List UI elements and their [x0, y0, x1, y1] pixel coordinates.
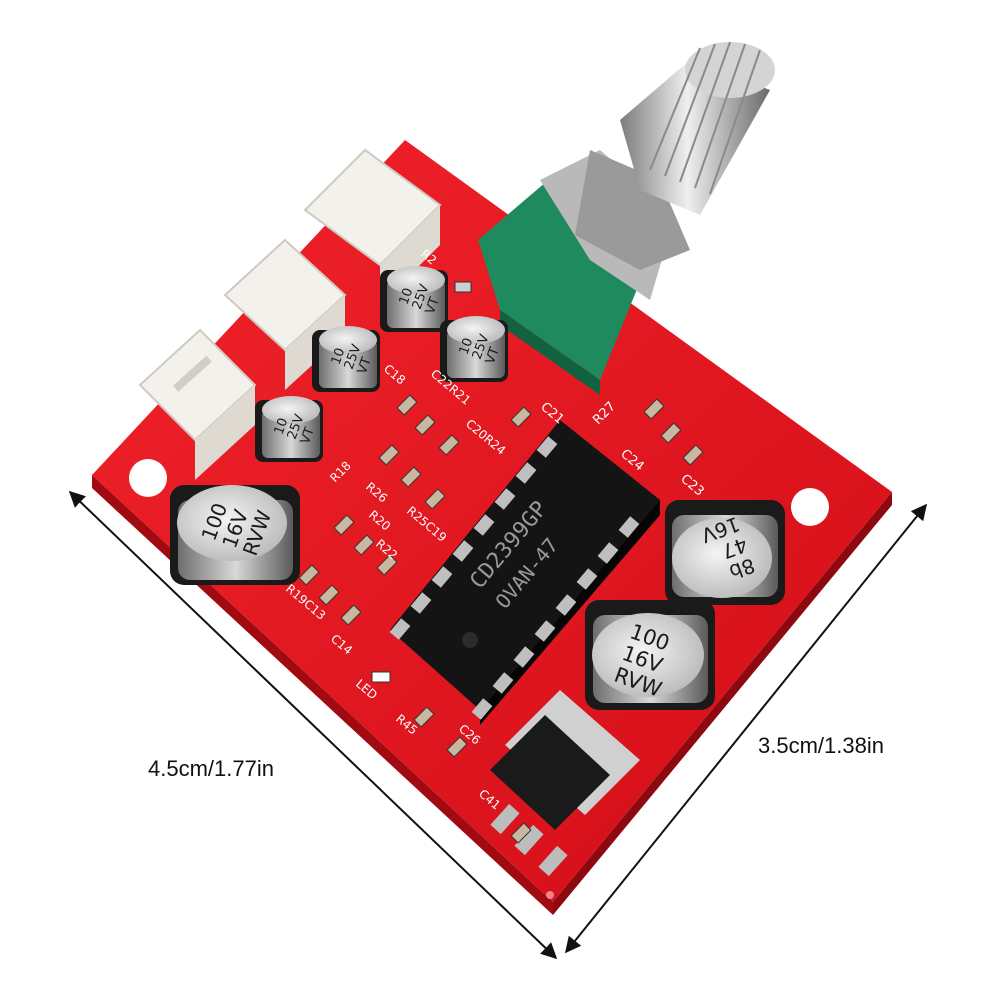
small-cap-series: VT — [423, 295, 443, 316]
small-capacitor — [255, 396, 323, 462]
connector-1 — [138, 328, 257, 480]
potentiometer — [478, 42, 775, 395]
mount-hole — [791, 488, 829, 526]
small-capacitor — [312, 326, 380, 392]
mount-hole — [129, 459, 167, 497]
width-arrow — [564, 503, 928, 954]
small-cap-value: 10 — [329, 346, 349, 367]
small-capacitor — [440, 316, 508, 382]
small-cap-series: VT — [298, 425, 318, 446]
small-cap-series: VT — [355, 355, 375, 376]
pot-shaft-knurl — [649, 41, 761, 195]
small-cap-value: 10 — [457, 336, 477, 357]
width-label: 3.5cm/1.38in — [758, 733, 884, 758]
small-cap-series: VT — [483, 345, 503, 366]
length-label: 4.5cm/1.77in — [148, 756, 274, 781]
length-arrow — [68, 490, 558, 960]
small-cap-value: 10 — [272, 416, 292, 437]
small-cap-value: 10 — [397, 286, 417, 307]
small-capacitor — [380, 266, 448, 332]
